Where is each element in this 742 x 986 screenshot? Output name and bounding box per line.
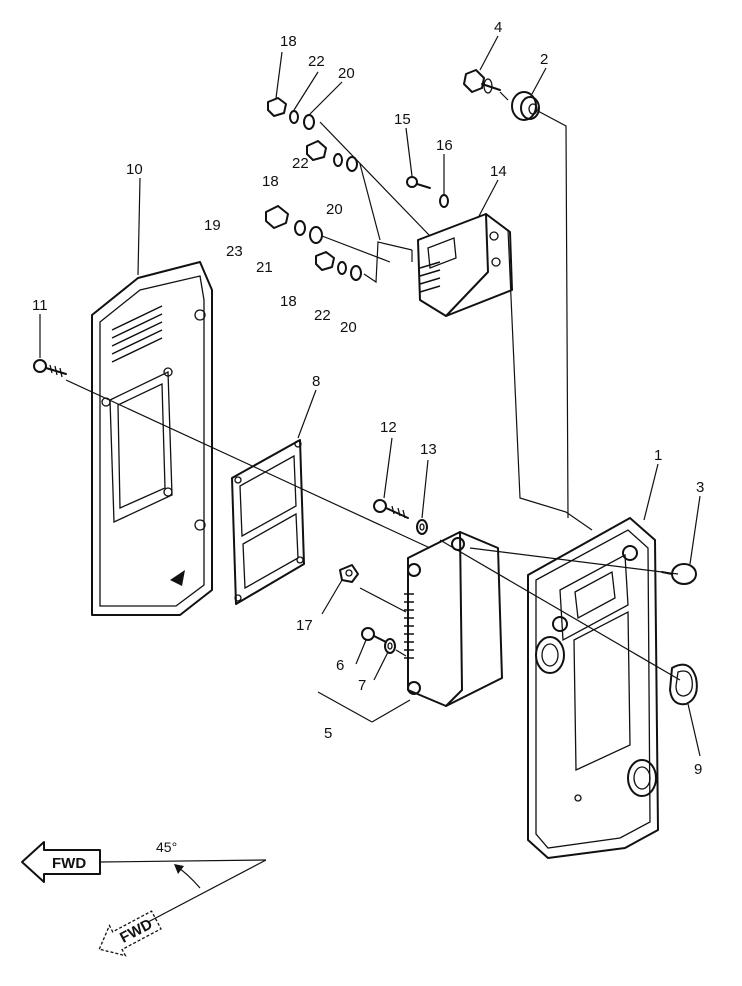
washer-part-13: [416, 519, 428, 535]
callout-19: 19: [204, 217, 221, 234]
callout-7: 7: [358, 677, 366, 694]
washer-part-7: [384, 638, 396, 654]
callout-20-top: 20: [338, 65, 355, 82]
bracket-part-1: [527, 517, 659, 859]
angle-label: 45°: [156, 839, 177, 855]
cover-part-10: [91, 261, 213, 616]
screw-part-12: [373, 499, 409, 519]
callout-leaders: [39, 35, 701, 757]
callout-11: 11: [32, 297, 48, 314]
callout-3: 3: [696, 479, 704, 496]
gasket-part-8: [231, 439, 305, 605]
callout-20-low: 20: [340, 319, 357, 336]
callout-4: 4: [494, 19, 502, 36]
grommet-part-9: [669, 663, 698, 706]
module-part-5: [404, 531, 503, 707]
callout-15: 15: [394, 111, 411, 128]
callout-5: 5: [324, 725, 332, 742]
callout-18-low: 18: [280, 293, 297, 310]
module-fins: [404, 593, 414, 659]
assembly-lines: [65, 91, 681, 723]
cover-vent-slots: [111, 305, 163, 363]
callout-10: 10: [126, 161, 143, 178]
direction-indicator: FWD 45° FWD: [21, 839, 267, 957]
callout-18-top: 18: [280, 33, 297, 50]
callout-21: 21: [256, 259, 273, 276]
bolt-part-15: [406, 176, 431, 189]
rotated-fwd-label: FWD: [117, 916, 155, 947]
grommet-part-2: [511, 91, 540, 121]
callout-14: 14: [490, 163, 507, 180]
grommet-part-17: [339, 564, 359, 583]
screw-part-11: [33, 359, 67, 378]
hardware-stack: [265, 97, 362, 281]
bolt-part-4: [463, 69, 501, 94]
callout-13: 13: [420, 441, 437, 458]
callout-20-mid: 20: [326, 201, 343, 218]
callout-1: 1: [654, 447, 662, 464]
callout-numbers: 18 22 20 4 2 15 16 14 18 22 20 10 19 23 …: [32, 19, 704, 778]
callout-23: 23: [226, 243, 243, 260]
screw-part-6: [361, 627, 387, 643]
callout-22-mid: 22: [292, 155, 309, 172]
rotated-fwd-arrow-icon: [98, 910, 162, 957]
callout-22-low: 22: [314, 307, 331, 324]
callout-22-top: 22: [308, 53, 325, 70]
cap-part-3: [661, 563, 697, 585]
callout-9: 9: [694, 761, 702, 778]
rectifier-fins: [419, 261, 441, 293]
callout-12: 12: [380, 419, 397, 436]
callout-16: 16: [436, 137, 453, 154]
fwd-label: FWD: [52, 855, 86, 872]
callout-6: 6: [336, 657, 344, 674]
rectifier-part-14: [417, 213, 513, 317]
callout-2: 2: [540, 51, 548, 68]
callout-17: 17: [296, 617, 313, 634]
callout-8: 8: [312, 373, 320, 390]
callout-18-mid: 18: [262, 173, 279, 190]
washer-part-16: [439, 194, 449, 208]
